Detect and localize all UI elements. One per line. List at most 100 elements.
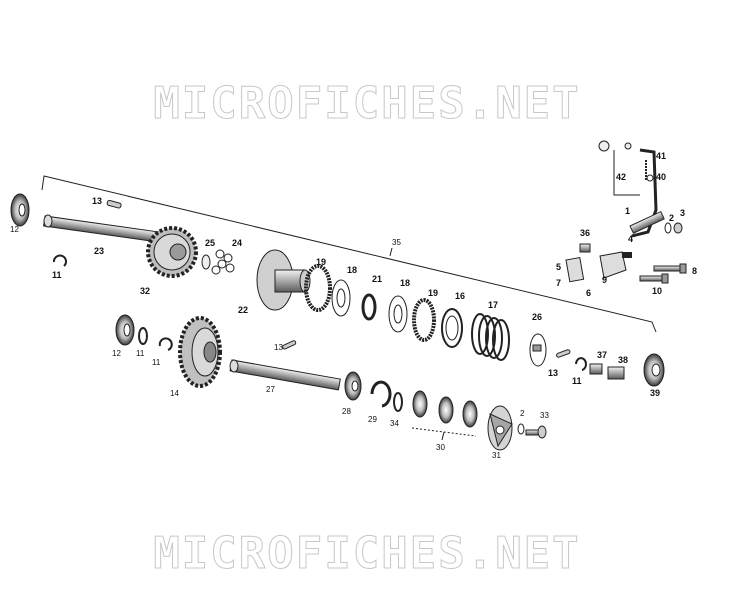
callout-11-right: 11 [572,376,582,386]
shaft-27 [229,359,341,391]
gear-32 [146,226,198,278]
callout-17: 17 [488,300,498,310]
callout-24: 24 [232,238,242,248]
sleeve-38 [607,366,625,380]
washer-18-b [388,295,408,333]
callout-22: 22 [238,305,248,315]
circlip-29 [370,380,392,408]
callout-34: 34 [390,419,399,428]
bolt-8 [653,263,687,274]
callout-14: 14 [170,389,179,398]
callout-12-upper: 12 [10,225,19,234]
callout-3: 3 [680,208,685,218]
bolt-10 [639,273,669,284]
spring-41-40 [645,160,654,182]
callout-32: 32 [140,286,150,296]
callout-35: 35 [392,238,401,247]
callout-12-lower: 12 [112,349,121,358]
callout-13-lower: 13 [548,368,558,378]
spring-17 [471,313,510,361]
pin-13-middle [282,340,297,350]
callout-40: 40 [656,172,666,182]
bearing-30-a [412,390,428,418]
nut-3 [673,222,683,234]
plate-5 [565,256,585,283]
callout-5: 5 [556,262,561,272]
callout-11-lower-b: 11 [152,358,161,367]
callout-42: 42 [616,172,626,182]
callout-2-lower: 2 [520,409,525,418]
circlip-11-lower-b [158,337,173,351]
callout-25: 25 [205,238,215,248]
lever-1 [598,140,658,238]
ring-16 [441,308,463,348]
callout-18-b: 18 [400,278,410,288]
callout-13-middle: 13 [274,343,283,352]
callout-11-upper: 11 [52,270,62,280]
washer-34 [393,392,403,412]
callout-labels: 1 2 2 3 4 5 6 7 8 9 10 11 11 11 11 12 12… [10,151,697,460]
bolt-33 [525,425,547,439]
bearing-28 [344,371,362,401]
bushing-36 [579,243,591,253]
callout-11-lower-a: 11 [136,349,145,358]
needle-bearing-19-a [304,264,332,312]
callout-30: 30 [436,443,445,452]
watermark-bottom: MICROFICHES.NET [153,528,581,580]
washer-2-upper [664,222,672,234]
callout-39: 39 [650,388,660,398]
callout-2-upper: 2 [669,213,674,223]
washer-18-a [331,279,351,317]
needle-bearing-19-b [412,298,436,342]
callout-28: 28 [342,407,351,416]
callout-29: 29 [368,415,377,424]
cam-9 [599,251,632,279]
bracket-30 [411,427,477,441]
callout-10: 10 [652,286,662,296]
callout-26: 26 [532,312,542,322]
shaft-23 [43,214,160,243]
drum-22 [256,249,311,311]
callout-23: 23 [94,246,104,256]
callout-37: 37 [597,350,607,360]
callout-33: 33 [540,411,549,420]
ring-21 [361,293,377,321]
washer-25 [201,254,211,270]
watermark-top: MICROFICHES.NET [153,78,581,130]
pin-13-lower [556,349,571,358]
callout-16: 16 [455,291,465,301]
gear-14 [178,316,222,388]
callout-41: 41 [656,151,666,161]
bearing-12-lower [115,314,135,346]
callout-1: 1 [625,206,630,216]
bearing-12-upper [10,193,30,227]
selector-assembly-box [613,150,640,196]
callout-7: 7 [556,278,561,288]
callout-36: 36 [580,228,590,238]
balls-24 [211,249,235,275]
sleeve-37 [589,363,603,375]
callout-9: 9 [602,275,607,285]
callout-19-a: 19 [316,257,326,267]
impeller-31 [487,405,513,451]
callout-31: 31 [492,451,501,460]
circlip-11-upper [53,254,67,267]
callout-27: 27 [266,385,275,394]
callout-18-a: 18 [347,265,357,275]
washer-2-lower [517,423,525,435]
bearing-30-c [462,400,478,428]
callout-19-b: 19 [428,288,438,298]
bearing-39 [643,353,665,387]
callout-13-upper: 13 [92,196,102,206]
assembly-35-bracket [41,175,657,333]
plate-26 [529,333,547,367]
callout-21: 21 [372,274,382,284]
bearing-30-b [438,396,454,424]
shaft-4 [629,210,665,234]
pin-13-upper [106,199,122,209]
callout-4: 4 [628,234,633,244]
callout-38: 38 [618,355,628,365]
callout-6: 6 [586,288,591,298]
callout-8: 8 [692,266,697,276]
